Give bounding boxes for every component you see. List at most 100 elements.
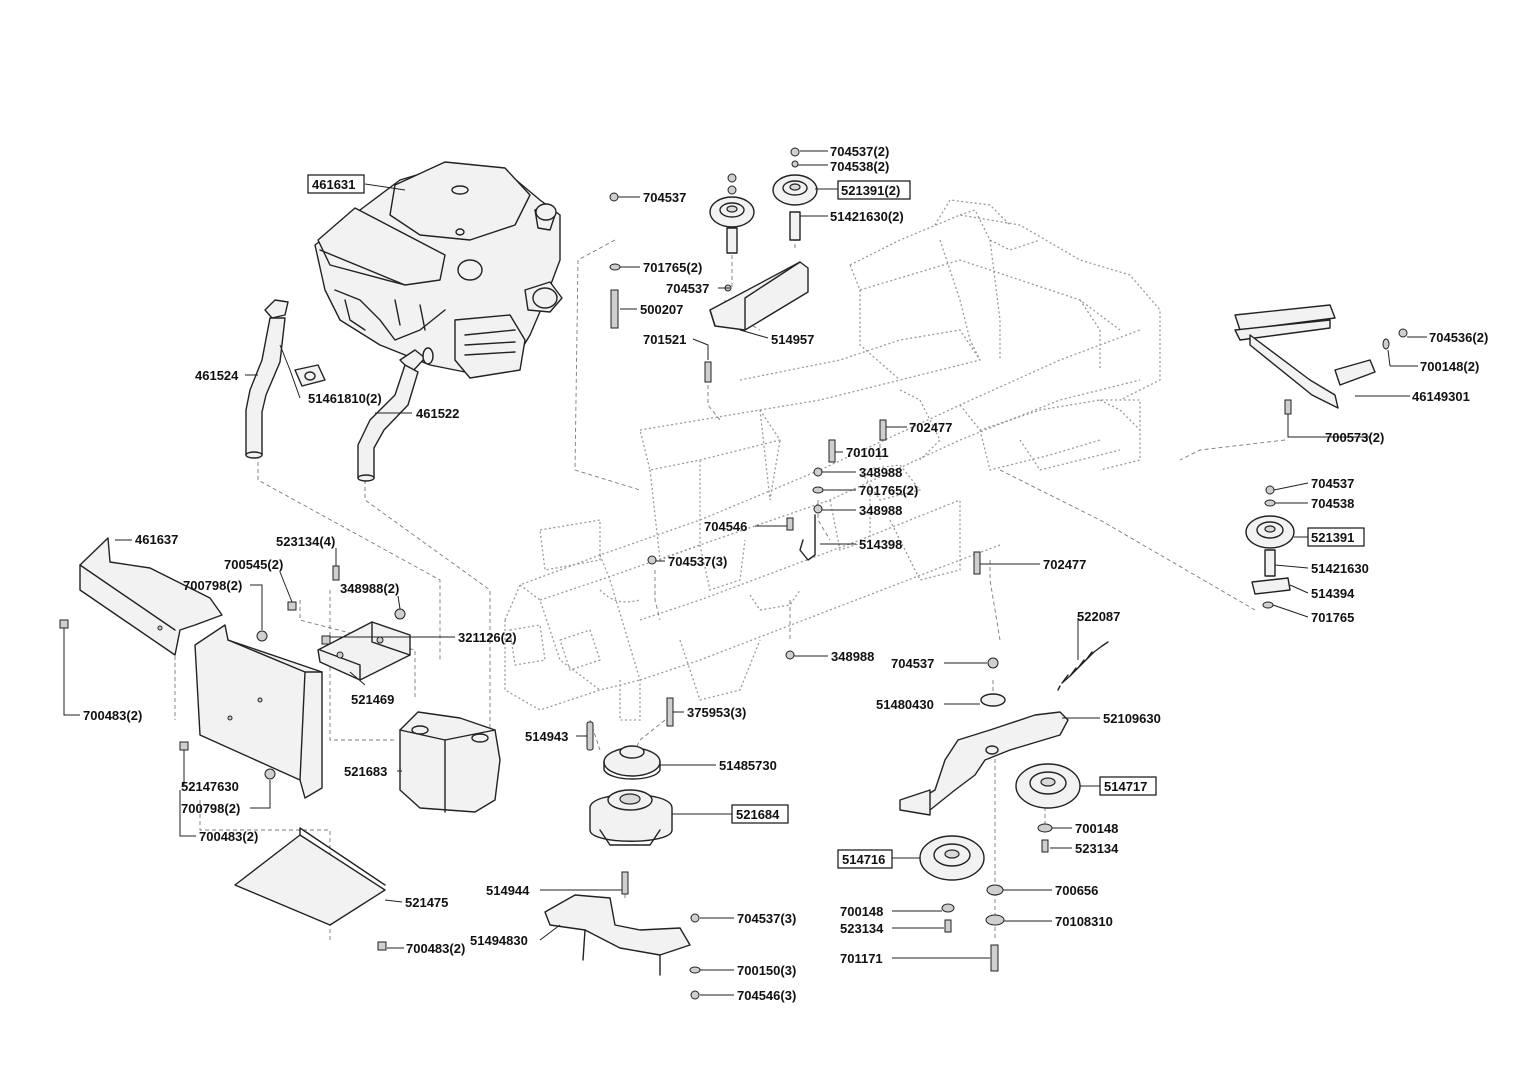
engine-assembly xyxy=(314,161,563,379)
exhaust-pipe-right xyxy=(357,347,434,482)
part-label: 514398 xyxy=(859,537,902,552)
bracket-51494830 xyxy=(544,871,691,976)
idler-pulley-514717 xyxy=(1015,763,1081,853)
exhaust-pipe-left xyxy=(245,299,289,459)
part-label: 514944 xyxy=(486,883,530,898)
idler-pulley-top-2 xyxy=(772,147,818,241)
part-label: 348988 xyxy=(859,503,902,518)
part-label: 51485730 xyxy=(719,758,777,773)
chassis-frame-outline xyxy=(504,199,1161,721)
electric-clutch-521684 xyxy=(589,789,673,846)
label-boxes xyxy=(307,174,1365,869)
part-label: 521683 xyxy=(344,764,387,779)
part-label: 700148(2) xyxy=(1420,359,1479,374)
part-label: 51421630 xyxy=(1311,561,1369,576)
part-label: 51461810(2) xyxy=(308,391,382,406)
part-label: 704536(2) xyxy=(1429,330,1488,345)
muffler-521683 xyxy=(399,711,501,813)
part-label: 461522 xyxy=(416,406,459,421)
part-label: 461631 xyxy=(312,177,355,192)
part-label: 523134(4) xyxy=(276,534,335,549)
part-label: 700150(3) xyxy=(737,963,796,978)
part-label: 70108310 xyxy=(1055,914,1113,929)
part-label: 704538 xyxy=(1311,496,1354,511)
part-label: 375953(3) xyxy=(687,705,746,720)
idler-pulley-right xyxy=(1245,485,1295,609)
part-label: 461524 xyxy=(195,368,239,383)
part-label: 52147630 xyxy=(181,779,239,794)
rear-bracket-46149301 xyxy=(1234,304,1408,415)
leader-lines xyxy=(63,150,1427,996)
part-label: 704537(3) xyxy=(668,554,727,569)
part-label: 700483(2) xyxy=(199,829,258,844)
part-label: 521469 xyxy=(351,692,394,707)
part-label: 514943 xyxy=(525,729,568,744)
pulley-51485730 xyxy=(603,745,661,780)
part-label: 514394 xyxy=(1311,586,1355,601)
part-label: 51421630(2) xyxy=(830,209,904,224)
part-label: 704537(2) xyxy=(830,144,889,159)
exhaust-gasket-left xyxy=(294,364,326,387)
part-label: 521391(2) xyxy=(841,183,900,198)
part-label: 700148 xyxy=(1075,821,1118,836)
part-label: 700798(2) xyxy=(183,578,242,593)
part-label: 701171 xyxy=(840,951,883,966)
part-label: 521684 xyxy=(736,807,780,822)
bracket-521469 xyxy=(317,621,411,681)
part-label: 522087 xyxy=(1077,609,1120,624)
part-label: 701765 xyxy=(1311,610,1354,625)
bottom-shield-521475 xyxy=(234,827,386,926)
fastener-group-right xyxy=(985,884,1005,972)
part-label: 52109630 xyxy=(1103,711,1161,726)
part-label: 701765(2) xyxy=(643,260,702,275)
part-label: 461637 xyxy=(135,532,178,547)
part-label: 46149301 xyxy=(1412,389,1470,404)
part-label: 500207 xyxy=(640,302,683,317)
part-label: 701011 xyxy=(846,445,889,460)
part-label: 348988 xyxy=(831,649,874,664)
part-label: 321126(2) xyxy=(458,630,517,645)
key-514943 xyxy=(586,721,594,751)
part-label: 702477 xyxy=(1043,557,1086,572)
bracket-514957 xyxy=(709,261,809,331)
part-label: 704546 xyxy=(704,519,747,534)
fastener-group-center xyxy=(666,697,701,1000)
spring-522087 xyxy=(1057,641,1109,691)
part-label: 700483(2) xyxy=(83,708,142,723)
part-label: 704546(3) xyxy=(737,988,796,1003)
part-label: 523134 xyxy=(1075,841,1119,856)
part-label: 702477 xyxy=(909,420,952,435)
part-labels: 461631 704537(2) 704538(2) 521391(2) 704… xyxy=(83,144,1488,1003)
part-label: 704537 xyxy=(1311,476,1354,491)
part-label: 521475 xyxy=(405,895,448,910)
part-label: 700545(2) xyxy=(224,557,283,572)
part-label: 521391 xyxy=(1311,530,1354,545)
part-label: 704537 xyxy=(643,190,686,205)
idler-pulley-top-1 xyxy=(709,173,755,254)
part-label: 704537(3) xyxy=(737,911,796,926)
part-label: 700148 xyxy=(840,904,883,919)
part-label: 523134 xyxy=(840,921,884,936)
part-label: 51480430 xyxy=(876,697,934,712)
top-shield-461637 xyxy=(79,537,223,656)
part-label: 704537 xyxy=(666,281,709,296)
part-label: 514717 xyxy=(1104,779,1147,794)
fastener-group-top xyxy=(609,192,981,660)
part-label: 700573(2) xyxy=(1325,430,1384,445)
idler-arm-52109630 xyxy=(899,657,1069,816)
fastener-group-left xyxy=(59,565,406,951)
part-label: 514957 xyxy=(771,332,814,347)
side-panel-52147630 xyxy=(194,624,323,799)
part-label: 348988 xyxy=(859,465,902,480)
part-label: 701521 xyxy=(643,332,686,347)
part-label: 348988(2) xyxy=(340,581,399,596)
part-label: 701765(2) xyxy=(859,483,918,498)
part-label: 700798(2) xyxy=(181,801,240,816)
part-label: 51494830 xyxy=(470,933,528,948)
part-label: 700483(2) xyxy=(406,941,465,956)
idler-pulley-514716 xyxy=(919,835,985,933)
part-label: 704537 xyxy=(891,656,934,671)
part-label: 514716 xyxy=(842,852,885,867)
part-label: 700656 xyxy=(1055,883,1098,898)
